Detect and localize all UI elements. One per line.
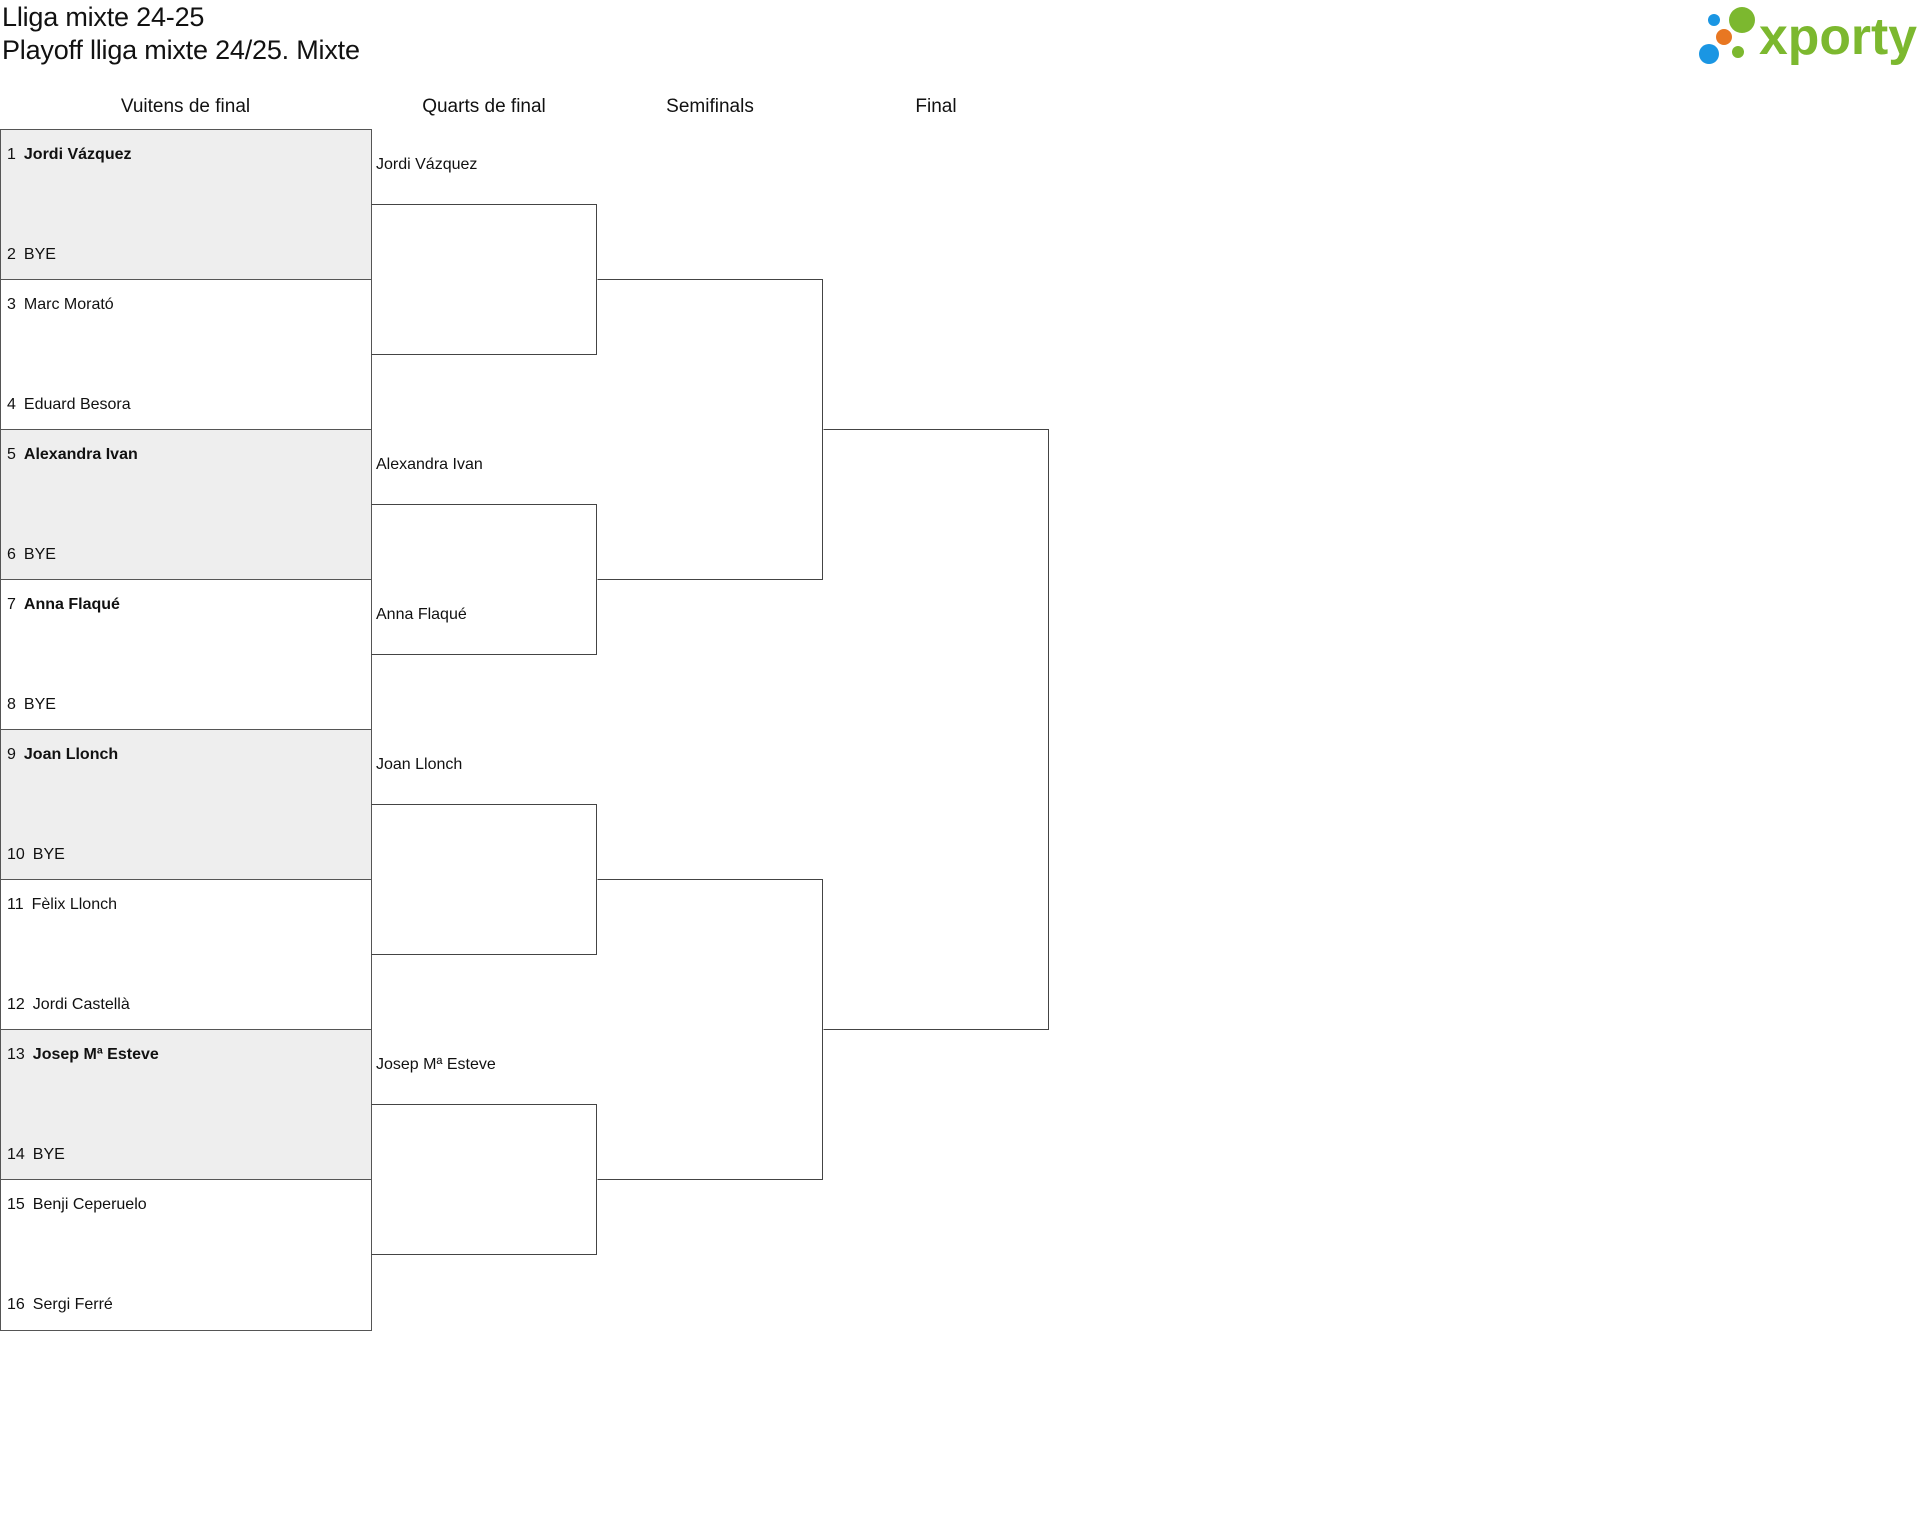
logo-dot-green-big	[1729, 7, 1755, 33]
quarterfinal-connector	[371, 1104, 597, 1255]
match-box[interactable]: 3 Marc Morató 4 Eduard Besora	[0, 279, 372, 431]
match-box[interactable]: 13 Josep Mª Esteve 14 BYE	[0, 1029, 372, 1181]
player-name: Fèlix Llonch	[31, 896, 117, 913]
match-box[interactable]: 11 Fèlix Llonch 12 Jordi Castellà	[0, 879, 372, 1031]
player-slot: 2 BYE	[7, 246, 56, 264]
player-slot: 11 Fèlix Llonch	[7, 896, 117, 914]
seed-number: 9	[7, 746, 16, 763]
round-header-final: Final	[915, 96, 957, 117]
player-name: BYE	[23, 546, 56, 563]
match-box[interactable]: 7 Anna Flaqué 8 BYE	[0, 579, 372, 731]
quarterfinal-connector	[371, 804, 597, 955]
player-name: BYE	[32, 846, 65, 863]
player-name: Joan Llonch	[23, 746, 119, 763]
player-slot: 16 Sergi Ferré	[7, 1296, 113, 1314]
seed-number: 14	[7, 1146, 25, 1163]
player-slot: 10 BYE	[7, 846, 65, 864]
seed-number: 2	[7, 246, 16, 263]
match-box[interactable]: 1 Jordi Vázquez 2 BYE	[0, 129, 372, 281]
match-box[interactable]: 9 Joan Llonch 10 BYE	[0, 729, 372, 881]
player-name: Alexandra Ivan	[23, 446, 138, 463]
player-name: Sergi Ferré	[32, 1296, 113, 1313]
logo-dot-blue-small	[1708, 14, 1720, 26]
player-slot: 4 Eduard Besora	[7, 396, 131, 414]
quarterfinal-connector	[371, 504, 597, 655]
player-slot: 14 BYE	[7, 1146, 65, 1164]
player-name: Eduard Besora	[23, 396, 131, 413]
player-slot: 7 Anna Flaqué	[7, 596, 120, 614]
seed-number: 16	[7, 1296, 25, 1313]
round-header-semifinals: Semifinals	[666, 96, 754, 117]
seed-number: 4	[7, 396, 16, 413]
seed-number: 11	[7, 896, 24, 913]
seed-number: 10	[7, 846, 25, 863]
player-slot: 5 Alexandra Ivan	[7, 446, 138, 464]
seed-number: 7	[7, 596, 16, 613]
semifinal-connector	[597, 879, 823, 1180]
logo-wordmark: xporty	[1759, 8, 1917, 66]
page-subtitle: Playoff lliga mixte 24/25. Mixte	[2, 35, 360, 65]
player-slot: 9 Joan Llonch	[7, 746, 118, 764]
seed-number: 15	[7, 1196, 25, 1213]
seed-number: 6	[7, 546, 16, 563]
player-slot: 1 Jordi Vázquez	[7, 146, 131, 164]
quarterfinal-entrant: Jordi Vázquez	[376, 156, 478, 173]
quarterfinal-entrant: Anna Flaqué	[376, 606, 467, 623]
seed-number: 1	[7, 146, 16, 163]
player-slot: 15 Benji Ceperuelo	[7, 1196, 147, 1214]
quarterfinal-connector	[371, 204, 597, 355]
player-name: Benji Ceperuelo	[32, 1196, 147, 1213]
logo-dot-green-small	[1732, 46, 1744, 58]
player-slot: 8 BYE	[7, 696, 56, 714]
seed-number: 13	[7, 1046, 25, 1063]
player-slot: 13 Josep Mª Esteve	[7, 1046, 159, 1064]
player-slot: 12 Jordi Castellà	[7, 996, 130, 1014]
quarterfinal-entrant: Alexandra Ivan	[376, 456, 483, 473]
player-name: BYE	[23, 246, 56, 263]
semifinal-connector	[597, 279, 823, 580]
xporty-logo: xporty	[1699, 7, 1917, 66]
player-slot: 3 Marc Morató	[7, 296, 114, 314]
seed-number: 12	[7, 996, 25, 1013]
round-header-quarterfinals: Quarts de final	[422, 96, 546, 117]
final-connector	[823, 429, 1049, 1030]
round-header-round-of-16: Vuitens de final	[120, 96, 251, 117]
player-name: Jordi Vázquez	[23, 146, 132, 163]
match-box[interactable]: 5 Alexandra Ivan 6 BYE	[0, 429, 372, 581]
seed-number: 3	[7, 296, 16, 313]
player-name: BYE	[23, 696, 56, 713]
player-slot: 6 BYE	[7, 546, 56, 564]
logo-dot-orange	[1716, 29, 1732, 45]
page-title: Lliga mixte 24-25	[2, 2, 205, 32]
player-name: Anna Flaqué	[23, 596, 120, 613]
player-name: Jordi Castellà	[32, 996, 130, 1013]
seed-number: 8	[7, 696, 16, 713]
player-name: Josep Mª Esteve	[32, 1046, 159, 1063]
seed-number: 5	[7, 446, 16, 463]
logo-dot-blue-big	[1699, 44, 1719, 64]
match-box[interactable]: 15 Benji Ceperuelo 16 Sergi Ferré	[0, 1179, 372, 1331]
quarterfinal-entrant: Josep Mª Esteve	[376, 1056, 496, 1073]
player-name: BYE	[32, 1146, 65, 1163]
quarterfinal-entrant: Joan Llonch	[376, 756, 463, 773]
player-name: Marc Morató	[23, 296, 114, 313]
